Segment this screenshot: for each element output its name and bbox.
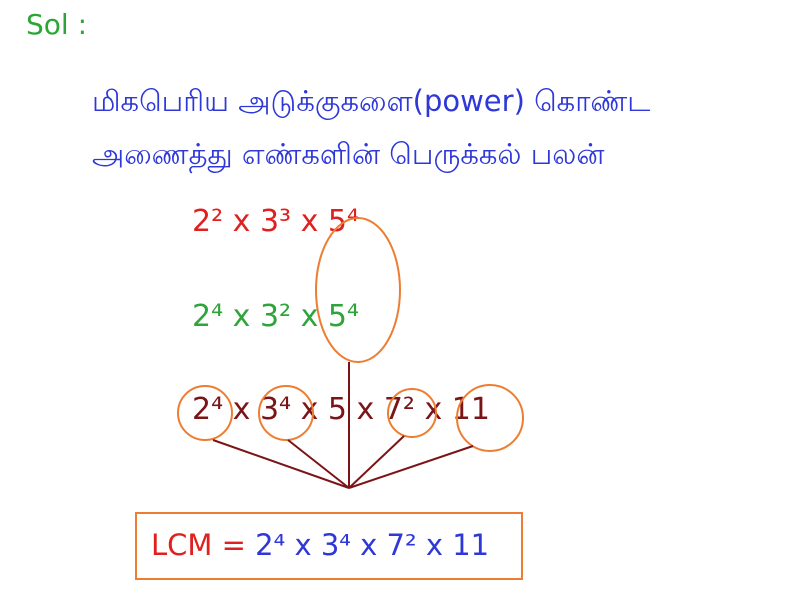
connector-line-11 (348, 445, 474, 489)
highlight-circle-5-power-4 (315, 217, 401, 363)
tamil-text-line-1: மிகபெரிய அடுக்குகளை(power) கொண்ட (92, 84, 651, 118)
expr2-term-3: 3² (259, 299, 292, 334)
tamil-text-line-2: அணைத்து எண்களின் பெருக்கல் பலன் (92, 137, 605, 171)
expr3-term-11: 11 (451, 392, 490, 427)
expr2-times-1: x (223, 299, 260, 334)
expression-2: 2⁴ x 3² x 5⁴ (192, 299, 359, 334)
lcm-result-text: LCM = 2⁴ x 3⁴ x 7² x 11 (151, 528, 489, 562)
expr2-term-2: 2⁴ (192, 299, 224, 334)
expr1-term-3: 3³ (259, 204, 292, 239)
expr3-times-3: x (347, 392, 384, 427)
expr1-term-5: 5⁴ (327, 204, 360, 239)
expr1-term-2: 2² (192, 204, 224, 239)
expr3-times-4: x (414, 392, 452, 427)
expr2-times-2: x (291, 299, 328, 334)
expr1-times-2: x (291, 204, 328, 239)
lcm-result-box: LCM = 2⁴ x 3⁴ x 7² x 11 (135, 512, 523, 580)
expr3-term-3: 3⁴ (259, 392, 292, 427)
connector-line-7 (348, 435, 405, 489)
connector-line-3 (287, 439, 350, 489)
expr3-times-2: x (291, 392, 328, 427)
solution-label: Sol : (26, 8, 88, 41)
expr3-times-1: x (223, 392, 260, 427)
expr3-term-2: 2⁴ (192, 392, 224, 427)
lcm-label: LCM = (151, 528, 256, 562)
lcm-value: 2⁴ x 3⁴ x 7² x 11 (255, 528, 490, 562)
connector-line-2 (212, 439, 350, 489)
expression-3: 2⁴ x 3⁴ x 5 x 7² x 11 (192, 392, 490, 427)
expr3-term-7: 7² (383, 392, 415, 427)
expr3-term-5: 5 (327, 392, 347, 427)
expr1-times-1: x (223, 204, 260, 239)
expr2-term-5: 5⁴ (327, 299, 360, 334)
expression-1: 2² x 3³ x 5⁴ (192, 204, 359, 239)
